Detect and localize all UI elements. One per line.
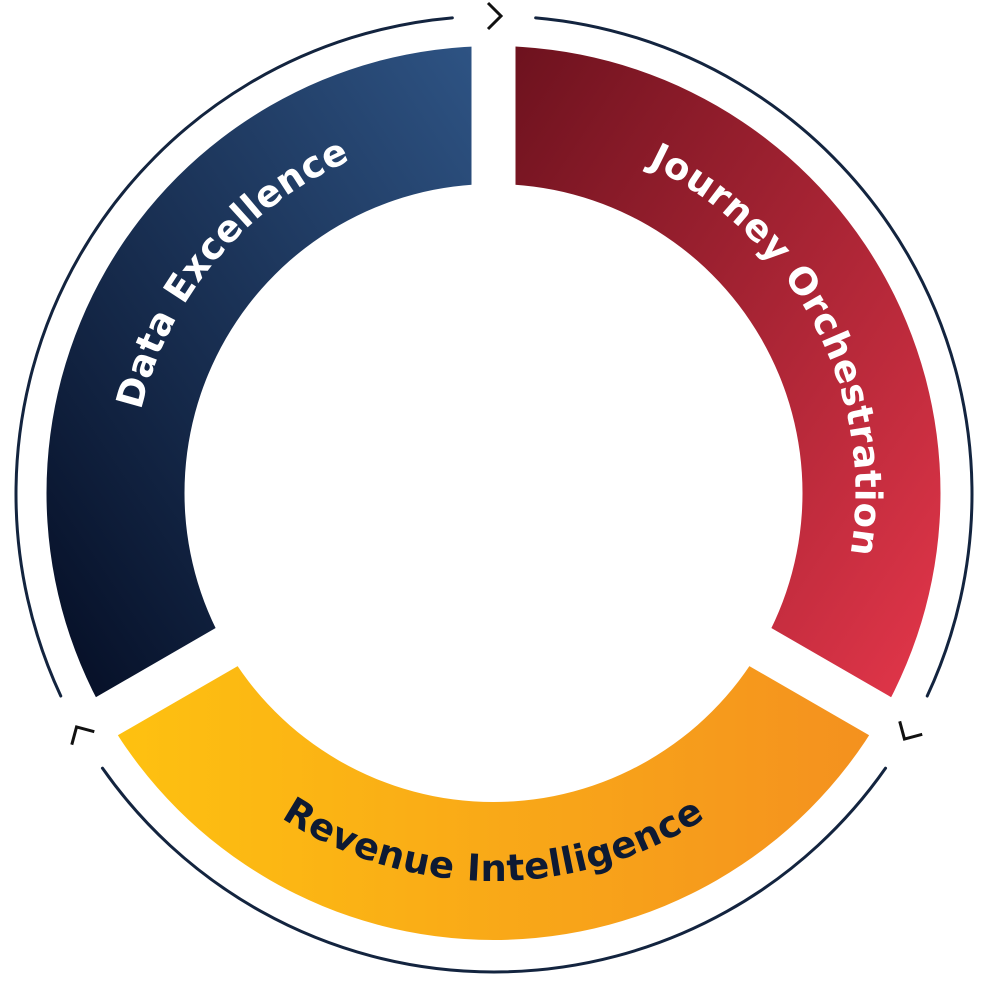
segment-gap xyxy=(78,473,505,746)
chevron-icon xyxy=(70,725,95,746)
outer-cycle-ring xyxy=(14,16,974,974)
chevron-icon xyxy=(898,720,923,741)
cycle-ring-arc xyxy=(534,16,974,698)
segment-gap xyxy=(482,473,909,746)
cycle-ring-arc xyxy=(14,16,454,698)
cycle-ring-arc xyxy=(100,766,888,974)
segment-journey-orchestration xyxy=(493,46,941,717)
segment-revenue-intelligence xyxy=(106,647,881,940)
segment-data-excellence xyxy=(46,46,494,717)
chevron-icon xyxy=(486,1,504,31)
